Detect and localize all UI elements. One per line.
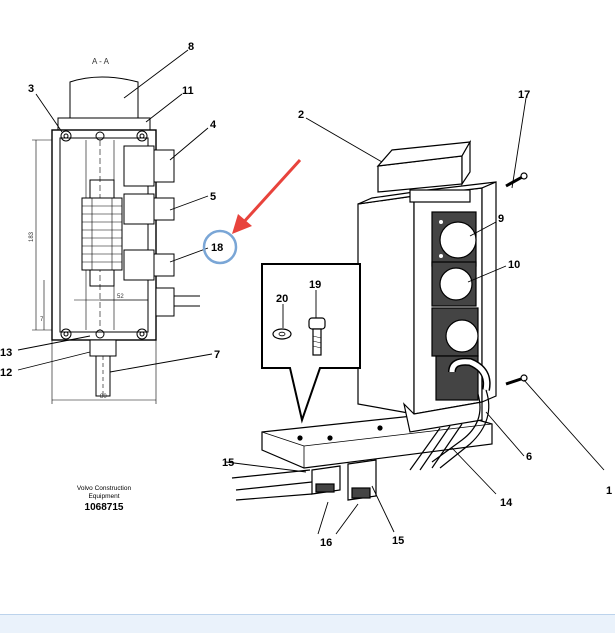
callout-10: 10 — [508, 259, 520, 271]
callout-17: 17 — [518, 89, 530, 101]
callout-11: 11 — [182, 85, 194, 97]
dimension-height-label: 183 — [29, 231, 35, 242]
callout-14: 14 — [500, 497, 513, 509]
callout-19: 19 — [309, 279, 321, 291]
callout-4: 4 — [210, 119, 217, 131]
callout-8: 8 — [188, 41, 194, 53]
highlight-arrow — [232, 158, 302, 234]
leader-lines — [17, 49, 605, 535]
callout-5: 5 — [210, 191, 216, 203]
manufacturer-line-2: Equipment — [88, 493, 119, 500]
callout-1: 1 — [606, 485, 612, 497]
bottom-bar — [0, 614, 615, 633]
section-label: A - A — [92, 57, 110, 66]
callout-3: 3 — [28, 83, 34, 95]
callout-15-left: 15 — [222, 457, 234, 469]
iso-view — [231, 139, 528, 501]
callout-12: 12 — [0, 367, 12, 379]
callout-13: 13 — [0, 347, 12, 359]
highlight-circle-18 — [202, 229, 238, 265]
callout-7: 7 — [214, 349, 220, 361]
hardware-inset — [261, 263, 361, 424]
callout-2: 2 — [298, 109, 304, 121]
callout-15-bottom: 15 — [392, 535, 404, 547]
part-number: 1068715 — [85, 502, 124, 513]
callout-16: 16 — [320, 537, 332, 549]
callout-20: 20 — [276, 293, 288, 305]
dimension-bottom-width-label: 80 — [100, 394, 107, 400]
callout-18: 18 — [211, 242, 223, 254]
callout-6: 6 — [526, 451, 532, 463]
dimension-side-label: 7 — [40, 317, 44, 323]
manufacturer-line-1: Volvo Construction — [77, 485, 132, 492]
section-view — [32, 76, 200, 404]
callout-9: 9 — [498, 213, 504, 225]
dimension-inner-width-label: 52 — [117, 294, 124, 300]
